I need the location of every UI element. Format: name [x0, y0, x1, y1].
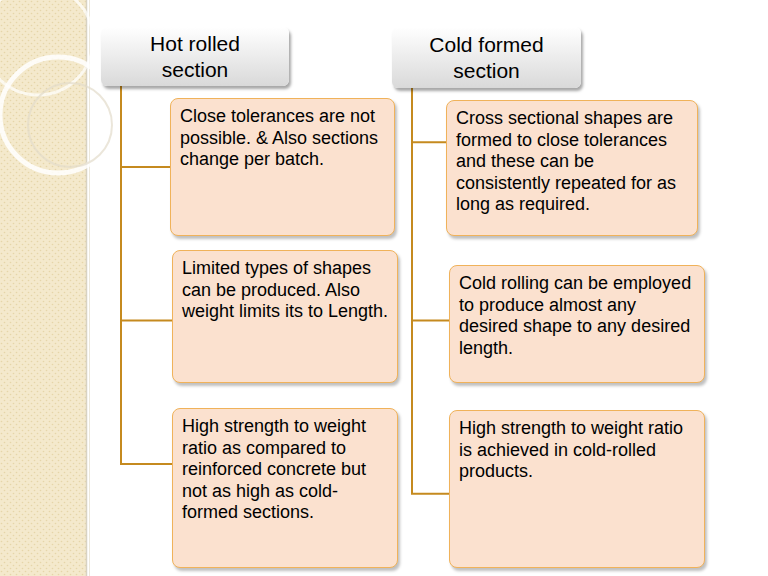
column-header: Hot rolled section	[101, 27, 289, 86]
feature-box: Cold rolling can be employed to produce …	[449, 265, 705, 383]
feature-box: Close tolerances are not possible. & Als…	[170, 98, 395, 236]
box-text: Limited types of shapes can be produced.…	[182, 258, 389, 323]
feature-box: Limited types of shapes can be produced.…	[172, 250, 398, 383]
tree-connector	[121, 86, 172, 464]
box-text: Close tolerances are not possible. & Als…	[180, 106, 386, 171]
box-text: High strength to weight ratio as compare…	[182, 416, 389, 524]
feature-box: Cross sectional shapes are formed to clo…	[446, 100, 698, 236]
tree-connector	[412, 88, 449, 320]
box-text: High strength to weight ratio is achieve…	[459, 418, 696, 483]
column-header: Cold formed section	[392, 27, 581, 88]
decor-ring	[28, 83, 112, 167]
box-text: Cross sectional shapes are formed to clo…	[456, 108, 689, 216]
side-band	[0, 0, 86, 576]
box-text: Cold rolling can be employed to produce …	[459, 273, 696, 359]
decor-ring	[0, 57, 116, 173]
header-text: Cold formed section	[422, 32, 551, 82]
header-text: Hot rolled section	[131, 31, 259, 81]
feature-box: High strength to weight ratio as compare…	[172, 408, 398, 568]
tree-connector	[121, 86, 172, 320]
tree-connector	[412, 88, 446, 142]
decor-ring	[0, 0, 93, 95]
tree-connector	[121, 86, 170, 167]
tree-connector	[412, 88, 449, 494]
band-edge	[89, 0, 90, 576]
feature-box: High strength to weight ratio is achieve…	[449, 410, 705, 568]
